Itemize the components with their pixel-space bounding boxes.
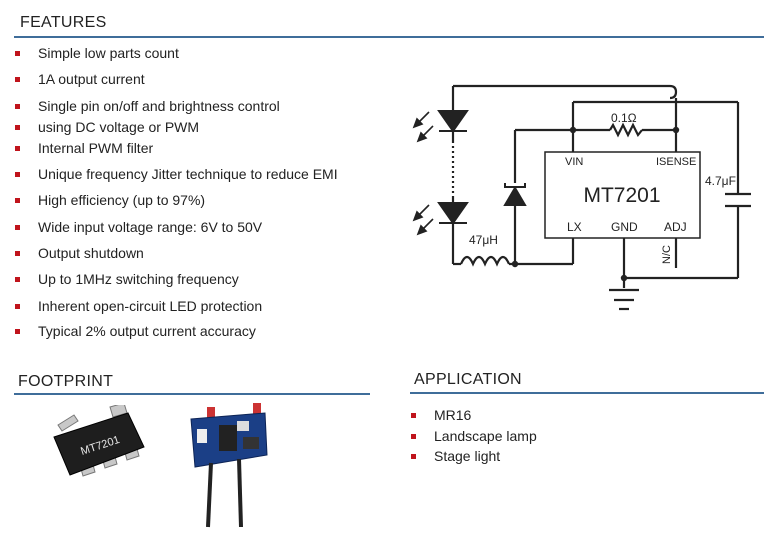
list-item: High efficiency (up to 97%) xyxy=(15,192,205,208)
bullet-icon xyxy=(15,304,20,309)
bullet-icon xyxy=(15,329,20,334)
chip-name: MT7201 xyxy=(583,184,660,207)
features-rule xyxy=(14,36,764,38)
list-item: MR16 xyxy=(411,407,471,423)
features-heading: FEATURES xyxy=(20,14,107,31)
pin-vin: VIN xyxy=(565,156,583,168)
list-item: 1A output current xyxy=(15,71,145,87)
bullet-icon xyxy=(15,172,20,177)
pin-nc: N/C xyxy=(661,245,673,264)
list-item: Stage light xyxy=(411,448,500,464)
list-item: Wide input voltage range: 6V to 50V xyxy=(15,219,262,235)
list-item: Unique frequency Jitter technique to red… xyxy=(15,166,338,182)
list-item: Internal PWM filter xyxy=(15,140,153,156)
led-driver-module-image xyxy=(190,403,268,528)
pin-isense: ISENSE xyxy=(656,156,696,168)
application-heading: APPLICATION xyxy=(414,371,522,388)
list-item: Landscape lamp xyxy=(411,428,537,444)
list-item: Simple low parts count xyxy=(15,45,179,61)
sot89-chip-image: MT7201 xyxy=(53,405,145,477)
bullet-icon xyxy=(411,454,416,459)
application-rule xyxy=(410,392,764,394)
bullet-icon xyxy=(411,413,416,418)
bullet-icon xyxy=(15,277,20,282)
pin-lx: LX xyxy=(567,220,582,234)
inductor-label: 47μH xyxy=(469,233,498,247)
list-item: using DC voltage or PWM xyxy=(15,119,199,135)
bullet-icon xyxy=(15,51,20,56)
bullet-icon xyxy=(15,198,20,203)
footprint-rule xyxy=(14,393,370,395)
footprint-heading: FOOTPRINT xyxy=(18,373,114,390)
bullet-icon xyxy=(15,225,20,230)
circuit-schematic: MT7201 VIN ISENSE LX GND ADJ N/C 0.1Ω 4.… xyxy=(412,84,751,311)
list-item: Output shutdown xyxy=(15,245,144,261)
capacitor-label: 4.7μF xyxy=(705,174,736,188)
list-item: Up to 1MHz switching frequency xyxy=(15,271,239,287)
resistor-label: 0.1Ω xyxy=(611,111,637,125)
bullet-icon xyxy=(15,251,20,256)
pin-gnd: GND xyxy=(611,220,638,234)
bullet-icon xyxy=(15,77,20,82)
bullet-icon xyxy=(411,434,416,439)
list-item: Single pin on/off and brightness control xyxy=(15,98,280,114)
list-item: Typical 2% output current accuracy xyxy=(15,323,256,339)
list-item: Inherent open-circuit LED protection xyxy=(15,298,262,314)
bullet-icon xyxy=(15,125,20,130)
bullet-icon xyxy=(15,104,20,109)
bullet-icon xyxy=(15,146,20,151)
pin-adj: ADJ xyxy=(664,220,687,234)
